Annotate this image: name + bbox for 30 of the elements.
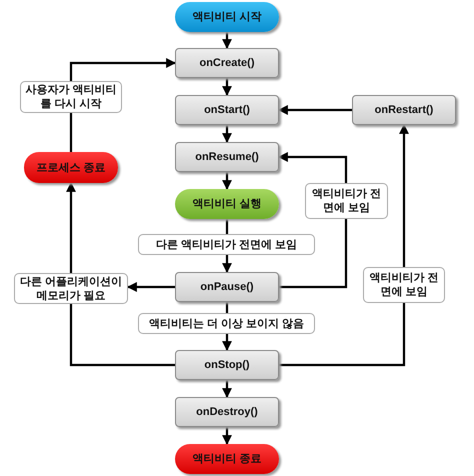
arrow xyxy=(222,427,232,445)
arrow xyxy=(222,78,232,96)
start-pill: 액티비티 시작 xyxy=(175,2,279,32)
arrow xyxy=(222,380,232,398)
process-box: onDestroy() xyxy=(175,397,279,427)
process-box: onResume() xyxy=(175,142,279,172)
edge-label: 다른 액티비티가 전면에 보임 xyxy=(138,234,315,255)
arrow xyxy=(127,282,175,292)
state-pill: 액티비티 실행 xyxy=(175,189,279,219)
note-box: 다른 어플리케이션이 메모리가 필요 xyxy=(14,273,128,304)
arrow xyxy=(222,172,232,190)
process-box: onPause() xyxy=(175,272,279,302)
process-box: onCreate() xyxy=(175,48,279,78)
edge-label: 액티비티는 더 이상 보이지 않음 xyxy=(138,313,315,334)
note-box: 사용자가 액티비티를 다시 시작 xyxy=(20,81,122,113)
arrow xyxy=(66,182,76,273)
arrow xyxy=(222,125,232,143)
process-box: onRestart() xyxy=(352,95,456,125)
end-pill: 프로세스 종료 xyxy=(24,152,118,183)
end-pill: 액티비티 종료 xyxy=(175,444,279,474)
arrow xyxy=(70,58,176,81)
edge-label: 액티비티가 전면에 보임 xyxy=(305,183,388,219)
arrow xyxy=(279,124,409,366)
connector-line xyxy=(70,304,175,366)
arrow xyxy=(222,32,232,49)
edge-label: 액티비티가 전면에 보임 xyxy=(363,267,445,303)
arrow xyxy=(278,105,352,115)
connector-line xyxy=(70,113,72,152)
process-box: onStop() xyxy=(175,350,279,380)
process-box: onStart() xyxy=(175,95,279,125)
